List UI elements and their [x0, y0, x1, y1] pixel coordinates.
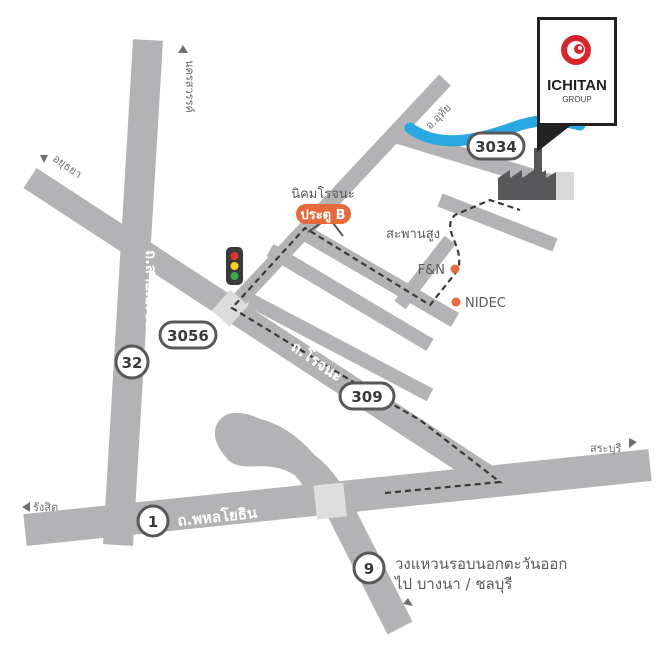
road-estate-a: [295, 223, 460, 327]
road-estate-link: [394, 235, 456, 310]
poi-dot-icon: [451, 297, 461, 307]
ichitan-logo: [561, 35, 591, 65]
direction-arrow-icon: [40, 155, 48, 163]
shield-1: 1: [136, 504, 170, 538]
shield-32-text: 32: [122, 354, 143, 372]
nakhonsawan-label: นครสวรรค์: [183, 60, 196, 113]
bridge-label: สะพานสูง: [386, 227, 440, 242]
shield-3034-text: 3034: [475, 138, 517, 156]
overpass-highlights: [211, 289, 347, 520]
ring-label-2: ไป บางนา / ชลบุรี: [394, 575, 512, 594]
shield-9-text: 9: [364, 560, 374, 578]
shield-9: 9: [352, 551, 386, 585]
direction-arrow-icon: [178, 45, 188, 53]
saraburi-label: สระบุรี: [590, 442, 622, 455]
dir-nakhonsawan: นครสวรรค์: [178, 45, 196, 113]
road-estate-b: [266, 243, 434, 352]
factory-icon: [498, 148, 574, 200]
gate-b: ประตู B: [296, 204, 351, 237]
shield-32: 32: [114, 344, 150, 380]
shield-3056: 3056: [158, 320, 218, 350]
ring-label-1: วงแหวนรอบนอกตะวันออก: [395, 555, 568, 573]
nidec-label: NIDEC: [465, 296, 506, 311]
asia-road-label: ถ.สายเอเชีย: [142, 250, 160, 329]
ichitan-callout: ICHITAN GROUP: [537, 17, 617, 152]
road-ring-loop: [215, 412, 413, 635]
brand-name: ICHITAN: [547, 77, 607, 94]
poi-fn: F&N: [418, 263, 460, 278]
dir-ring: วงแหวนรอบนอกตะวันออก ไป บางนา / ชลบุรี: [394, 555, 568, 606]
dir-saraburi: สระบุรี: [590, 438, 637, 455]
road-rojana: [23, 167, 507, 496]
estate-label: นิคมโรจนะ: [291, 186, 355, 202]
shield-3034: 3034: [466, 131, 526, 161]
shield-3056-text: 3056: [167, 327, 209, 345]
fn-label: F&N: [418, 263, 445, 278]
traffic-light-icon: [226, 247, 243, 285]
ayutthaya-label: อยุธยา: [50, 152, 84, 181]
road-north-east: [437, 193, 558, 252]
poi-dot-icon: [450, 264, 460, 274]
direction-arrow-icon: [403, 598, 413, 606]
gate-label: ประตู B: [300, 208, 345, 223]
poi-nidec: NIDEC: [451, 296, 506, 311]
road-asia: [103, 39, 163, 546]
route-line: [230, 198, 521, 495]
dir-rangsit: รังสิต: [22, 501, 58, 514]
shield-309: 309: [338, 381, 396, 411]
shield-1-text: 1: [148, 513, 158, 531]
brand-sub: GROUP: [562, 95, 591, 104]
road-estate-c: [246, 293, 434, 402]
direction-arrow-icon: [22, 502, 30, 512]
shield-309-text: 309: [351, 388, 382, 406]
rangsit-label: รังสิต: [33, 501, 58, 514]
direction-arrow-icon: [629, 438, 637, 448]
